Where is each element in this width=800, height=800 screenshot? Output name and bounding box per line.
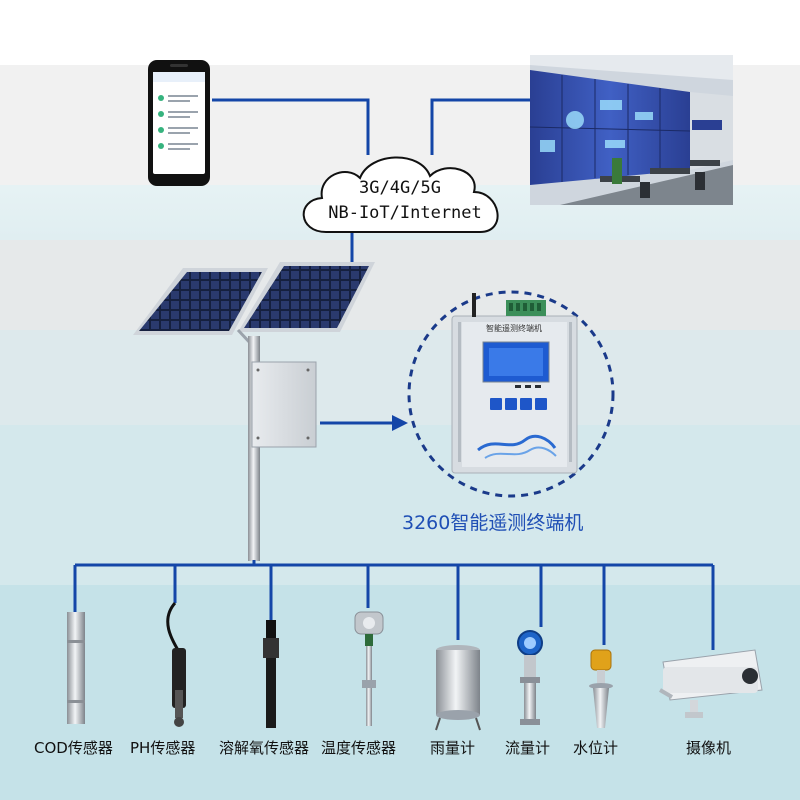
sensor-label-ph: PH传感器: [130, 739, 196, 757]
control-room-image: [529, 55, 733, 205]
phone-link: [212, 98, 370, 155]
sensor-label-cod: COD传感器: [34, 739, 113, 757]
device-panel-title: 智能遥测终端机: [486, 324, 542, 333]
cod-probe-icon: [67, 612, 85, 724]
control-room-link: [430, 98, 530, 155]
radar-level-icon: [589, 649, 613, 728]
camera-icon: [658, 649, 763, 718]
rain-gauge-icon: [435, 645, 481, 731]
solar-panel-icon: [133, 262, 375, 347]
do-probe-icon: [263, 620, 279, 728]
network-links: [212, 98, 530, 266]
temperature-probe-icon: [354, 611, 384, 726]
network-label-line1: 3G/4G/5G: [359, 178, 441, 198]
device-caption: 3260智能遥测终端机: [402, 512, 584, 534]
smartphone-icon: [148, 60, 210, 186]
cloud-icon: [302, 156, 499, 233]
background-band: [0, 330, 800, 425]
enclosure-box-icon: [251, 361, 317, 448]
flow-meter-icon: [517, 630, 543, 725]
network-label-line2: NB-IoT/Internet: [328, 203, 482, 223]
sensor-label-temperature: 温度传感器: [321, 739, 397, 757]
sensor-label-rain-gauge: 雨量计: [430, 739, 476, 757]
sensor-bus: [73, 560, 715, 650]
sensor-label-do: 溶解氧传感器: [219, 739, 310, 757]
telemetry-terminal-icon: [451, 293, 578, 474]
sensor-label-flow-meter: 流量计: [505, 739, 551, 757]
ph-electrode-icon: [166, 602, 186, 727]
detail-circle: [407, 290, 615, 498]
background-band: [0, 425, 800, 585]
background-band: [0, 240, 800, 330]
arrow-right-icon: [320, 415, 408, 431]
sensor-label-camera: 摄像机: [686, 739, 732, 757]
sensor-label-water-level: 水位计: [573, 739, 619, 757]
